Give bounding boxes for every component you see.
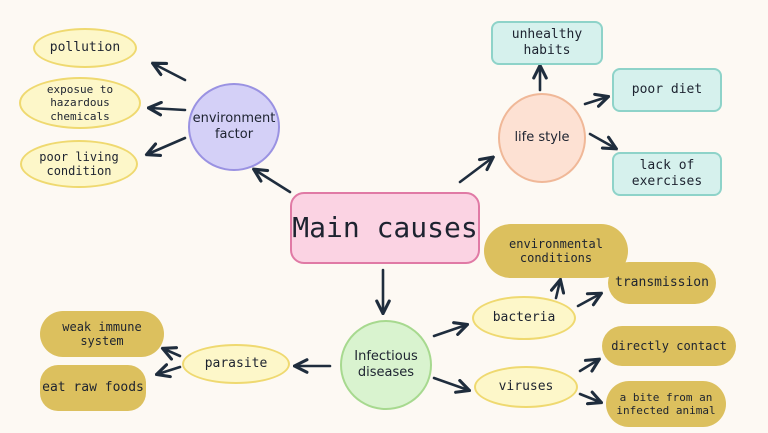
arrow-bacteria-to-trans [576, 294, 600, 308]
arrow-inf-to-bacteria [432, 325, 466, 338]
main-causes-node: Main causes [290, 192, 480, 264]
arrow-parasite-to-raw [158, 367, 182, 374]
poor-living-condition-node: poor living condition [20, 140, 138, 188]
arrow-viruses-to-bite [578, 394, 600, 402]
pollution-node: pollution [33, 28, 137, 68]
environment-factor-node: environment factor [188, 83, 280, 171]
eat-raw-foods-node: eat raw foods [40, 365, 146, 411]
arrow-main-to-environment [255, 170, 292, 194]
arrow-inf-to-viruses [432, 376, 468, 390]
transmission-node: transmission [608, 262, 716, 304]
arrow-env-to-pollution [154, 64, 187, 82]
lack-of-exercises-node: lack of exercises [612, 152, 722, 196]
arrow-life-to-exercise [588, 132, 615, 148]
arrow-parasite-to-weak [164, 349, 182, 356]
directly-contact-node: directly contact [602, 326, 736, 366]
parasite-node: parasite [182, 344, 290, 384]
arrow-env-to-chemicals [150, 108, 187, 110]
arrow-viruses-to-direct [578, 360, 598, 371]
infectious-diseases-node: Infectious diseases [340, 320, 432, 410]
poor-diet-node: poor diet [612, 68, 722, 112]
unhealthy-habits-node: unhealthy habits [491, 21, 603, 65]
arrow-bacteria-to-envcond [556, 281, 560, 300]
arrow-env-to-living [148, 136, 187, 154]
life-style-node: life style [498, 93, 586, 183]
arrow-main-to-lifestyle [458, 158, 492, 184]
bite-from-infected-animal-node: a bite from an infected animal [606, 381, 726, 427]
environmental-conditions-node: environmental conditions [484, 224, 628, 278]
bacteria-node: bacteria [472, 296, 576, 340]
viruses-node: viruses [474, 366, 578, 408]
weak-immune-system-node: weak immune system [40, 311, 164, 357]
arrow-life-to-diet [583, 97, 607, 104]
hazardous-chemicals-node: exposue to hazardous chemicals [19, 77, 141, 129]
